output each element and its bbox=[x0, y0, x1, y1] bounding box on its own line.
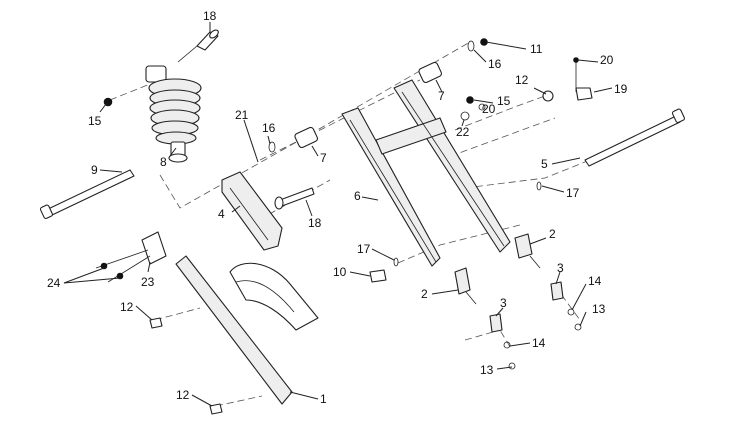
callout-3-left: 3 bbox=[500, 296, 507, 310]
leader-lines bbox=[63, 22, 613, 407]
callout-23: 23 bbox=[141, 275, 155, 289]
swing-arm-6 bbox=[341, 79, 511, 267]
callout-7: 7 bbox=[320, 151, 327, 165]
callout-6: 6 bbox=[354, 189, 361, 203]
callout-14-right: 14 bbox=[588, 274, 602, 288]
callout-12-top: 12 bbox=[515, 73, 529, 87]
callout-labels: 18 15 8 21 16 7 9 4 18 6 11 16 12 7 15 2… bbox=[47, 9, 628, 406]
callout-2-right: 2 bbox=[549, 227, 556, 241]
reflector-23-24 bbox=[95, 231, 167, 283]
callout-17-right: 17 bbox=[566, 186, 580, 200]
rear-fender-1 bbox=[175, 255, 319, 405]
bracket-4 bbox=[221, 171, 283, 251]
callout-12-bottom: 12 bbox=[176, 388, 190, 402]
callout-4: 4 bbox=[218, 207, 225, 221]
callout-7-right: 7 bbox=[438, 89, 445, 103]
callout-24: 24 bbox=[47, 276, 61, 290]
callout-5: 5 bbox=[541, 157, 548, 171]
bolt-18-lower bbox=[274, 187, 315, 210]
shock-absorber-8 bbox=[145, 65, 202, 163]
axle-5 bbox=[584, 108, 685, 167]
callout-18: 18 bbox=[203, 9, 217, 23]
callout-18-lower: 18 bbox=[308, 216, 322, 230]
callout-20-mid: 20 bbox=[482, 102, 496, 116]
callout-9: 9 bbox=[91, 163, 98, 177]
callout-11: 11 bbox=[530, 42, 543, 56]
callout-16-right: 16 bbox=[488, 57, 502, 71]
callout-21: 21 bbox=[235, 108, 249, 122]
callout-12-left: 12 bbox=[120, 300, 134, 314]
callout-17-left: 17 bbox=[357, 242, 371, 256]
callout-13-left: 13 bbox=[480, 363, 494, 377]
callout-22: 22 bbox=[456, 125, 470, 139]
callout-15: 15 bbox=[88, 114, 102, 128]
callout-2-left: 2 bbox=[421, 287, 428, 301]
axle-9 bbox=[39, 169, 135, 220]
callout-13-right: 13 bbox=[592, 302, 606, 316]
callout-19: 19 bbox=[614, 82, 628, 96]
callout-3-right: 3 bbox=[557, 261, 564, 275]
bolt-18-top bbox=[177, 29, 219, 63]
adjusters-2-3 bbox=[454, 233, 564, 333]
callout-15-right: 15 bbox=[497, 94, 511, 108]
callout-20-top: 20 bbox=[600, 53, 614, 67]
callout-16: 16 bbox=[262, 121, 276, 135]
callout-1: 1 bbox=[320, 392, 327, 406]
callout-10: 10 bbox=[333, 265, 347, 279]
hardware-items bbox=[103, 38, 593, 415]
callout-8: 8 bbox=[160, 155, 167, 169]
callout-14-left: 14 bbox=[532, 336, 546, 350]
